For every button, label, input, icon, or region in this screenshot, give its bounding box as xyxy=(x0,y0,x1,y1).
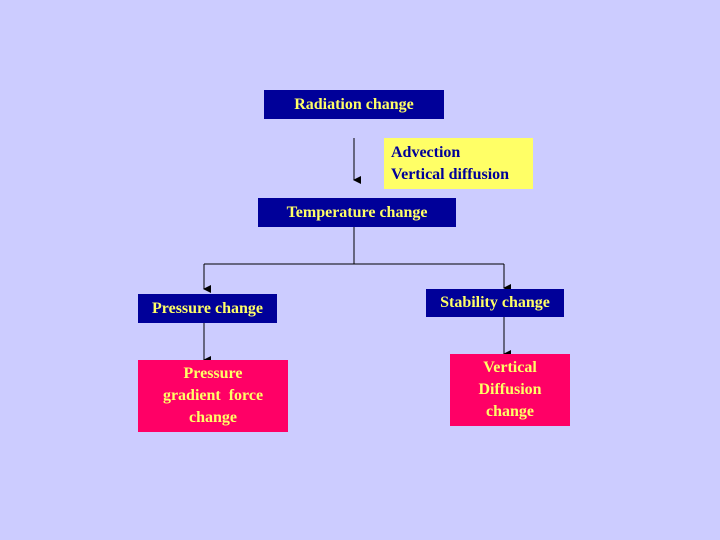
vdiff-line3: change xyxy=(486,403,534,420)
stability-change-box: Stability change xyxy=(426,289,564,317)
pgf-line2: gradient force xyxy=(162,387,264,404)
pgf-change-box: Pressure gradient force change xyxy=(138,360,288,432)
vertical-diffusion-label: Vertical diffusion xyxy=(391,165,510,183)
stability-label: Stability change xyxy=(440,294,550,311)
vdiff-line1: Vertical xyxy=(483,359,537,376)
advection-label: Advection xyxy=(391,143,461,161)
temperature-label: Temperature change xyxy=(286,203,428,221)
vdiff-line2: Diffusion xyxy=(478,381,542,398)
pressure-change-box: Pressure change xyxy=(138,294,277,323)
pgf-line1: Pressure xyxy=(183,365,243,382)
temperature-change-box: Temperature change xyxy=(258,198,456,227)
pgf-line3: change xyxy=(189,409,237,426)
pressure-label: Pressure change xyxy=(152,299,263,317)
radiation-label: Radiation change xyxy=(294,95,414,113)
radiation-change-box: Radiation change xyxy=(264,90,444,119)
